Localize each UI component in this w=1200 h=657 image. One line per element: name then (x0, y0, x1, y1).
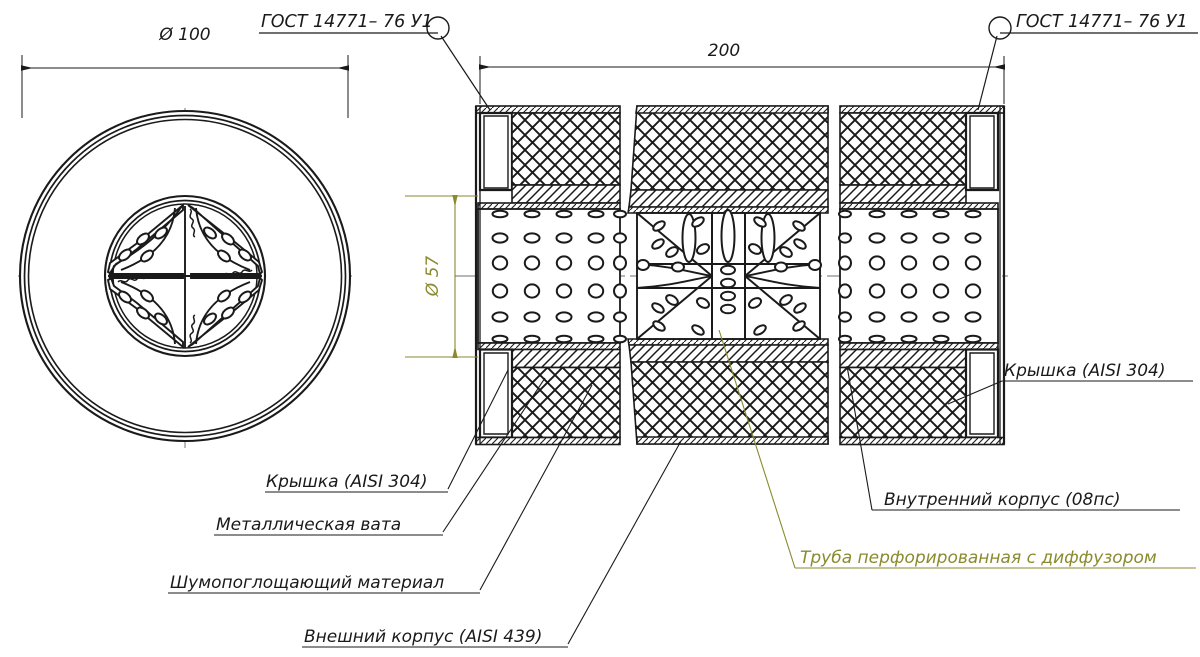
dimension-inner-diameter-label: Ø 57 (423, 256, 443, 298)
perforated-tube-left (477, 208, 621, 344)
callout-leader-perf-tube (718, 329, 1196, 569)
leader-metal-wool (442, 377, 546, 533)
callout-metal-wool: Металлическая вата (216, 515, 401, 535)
leader-cap-right (947, 380, 1003, 405)
leader-cap-left (447, 369, 509, 490)
perforated-tube-right (839, 208, 999, 344)
outer-body-wall-top-middle (635, 105, 829, 114)
outer-body-wall-bottom-right (839, 436, 1005, 446)
sound-absorbing-band-top-middle (628, 189, 829, 208)
outer-body-wall-bottom-middle (636, 436, 829, 445)
vane-weld-marks (117, 208, 253, 344)
gost-note-right (977, 16, 1198, 111)
metal-wool-top-left (511, 112, 621, 186)
sound-absorbing-band-bottom-right (839, 348, 967, 369)
gost-note-left (259, 16, 491, 111)
diffuser-vane-edges (108, 206, 262, 348)
diffuser-holes (636, 216, 822, 336)
outer-body-circle-inner (23, 114, 347, 438)
perforation-holes-left (491, 209, 627, 344)
gost-note-right-label: ГОСТ 14771– 76 У1 (1016, 12, 1188, 32)
front-perforation-holes (118, 226, 252, 326)
outer-body-wall-bottom-left (475, 436, 621, 446)
metal-wool-bottom-middle (630, 361, 829, 445)
weld-symbol-circle-right (988, 16, 1012, 40)
leader-sound-abs (479, 384, 593, 591)
callout-cap-right: Крышка (AISI 304) (1004, 361, 1166, 381)
gost-note-left-label: ГОСТ 14771– 76 У1 (261, 12, 433, 32)
metal-wool-bottom-right (839, 366, 967, 439)
callout-leaders (168, 365, 1193, 648)
leader-outer-body (567, 440, 682, 645)
section-view: 200 Ø 57 (405, 41, 1010, 446)
dimension-length-label: 200 (708, 41, 740, 61)
segment-left (474, 105, 627, 446)
leader-inner-body (846, 365, 873, 511)
sound-absorbing-band-bottom-left (511, 348, 621, 369)
dimension-inner-diameter (405, 195, 478, 358)
dimension-outer-diameter-label: Ø 100 (158, 25, 210, 45)
segment-right (838, 105, 1006, 446)
callout-outer-body: Внешний корпус (AISI 439) (304, 627, 542, 647)
callout-inner-body: Внутренний корпус (08пс) (884, 490, 1120, 510)
sound-absorbing-band-top-left (511, 184, 621, 204)
callout-perforated-tube: Труба перфорированная с диффузором (800, 548, 1157, 568)
callout-sound-absorbing-material: Шумопоглощающий материал (170, 573, 444, 593)
callout-cap-left: Крышка (AISI 304) (266, 472, 428, 492)
front-view: Ø 100 (18, 25, 352, 448)
metal-wool-top-right (839, 112, 967, 186)
dimension-length (479, 56, 1005, 104)
sound-absorbing-band-top-right (839, 184, 967, 204)
perforation-holes-right (838, 209, 982, 344)
metal-wool-top-middle (630, 105, 829, 191)
outer-body-circle-inner2 (27, 118, 343, 434)
segment-middle (627, 105, 829, 445)
dimension-outer-diameter (21, 55, 349, 118)
